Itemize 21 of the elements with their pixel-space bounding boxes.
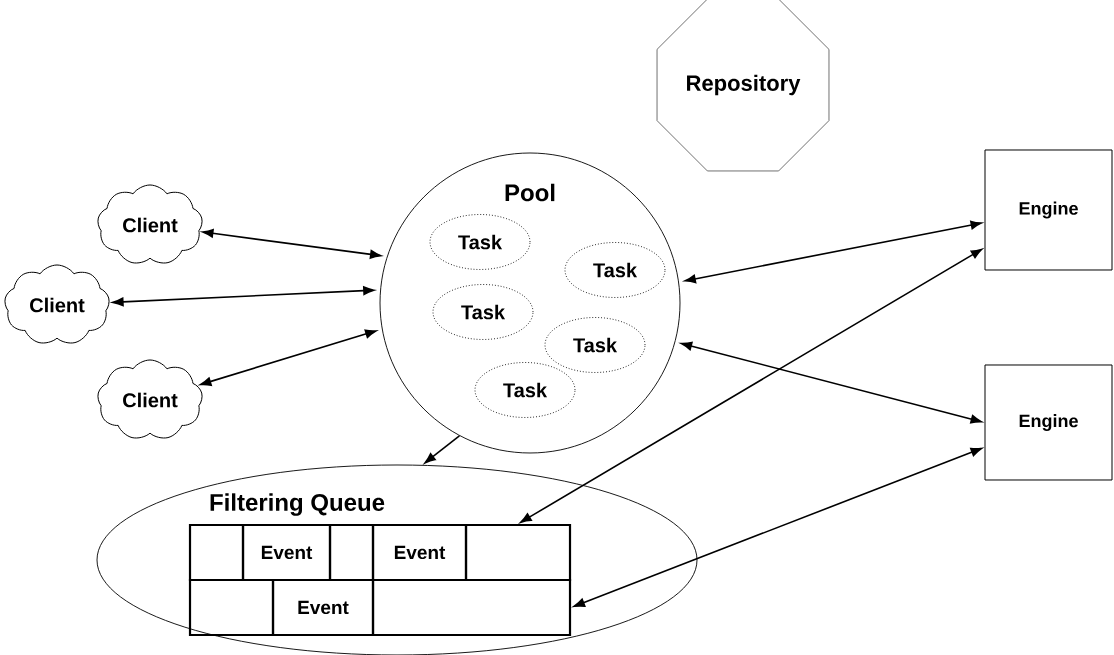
- arrow: [680, 341, 982, 424]
- queue-cell: [188, 523, 245, 582]
- queue-cell: [371, 578, 572, 637]
- client-cloud: Client: [97, 184, 203, 264]
- queue-cell: Event: [371, 523, 468, 582]
- arrow: [573, 447, 983, 608]
- arrow: [202, 228, 382, 259]
- queue-cell: [188, 578, 275, 637]
- queue-cell: [464, 523, 572, 582]
- queue-cell: [328, 523, 375, 582]
- arrow: [112, 286, 375, 307]
- queue-cell: Event: [241, 523, 332, 582]
- arrow: [424, 435, 461, 464]
- client-cloud: Client: [97, 359, 203, 439]
- arrow: [200, 329, 377, 386]
- arrow: [684, 220, 982, 284]
- arrow: [520, 248, 983, 523]
- client-cloud: Client: [4, 264, 110, 344]
- queue-cell: Event: [271, 578, 375, 637]
- engine-box: Engine: [984, 364, 1113, 481]
- engine-box: Engine: [984, 149, 1113, 271]
